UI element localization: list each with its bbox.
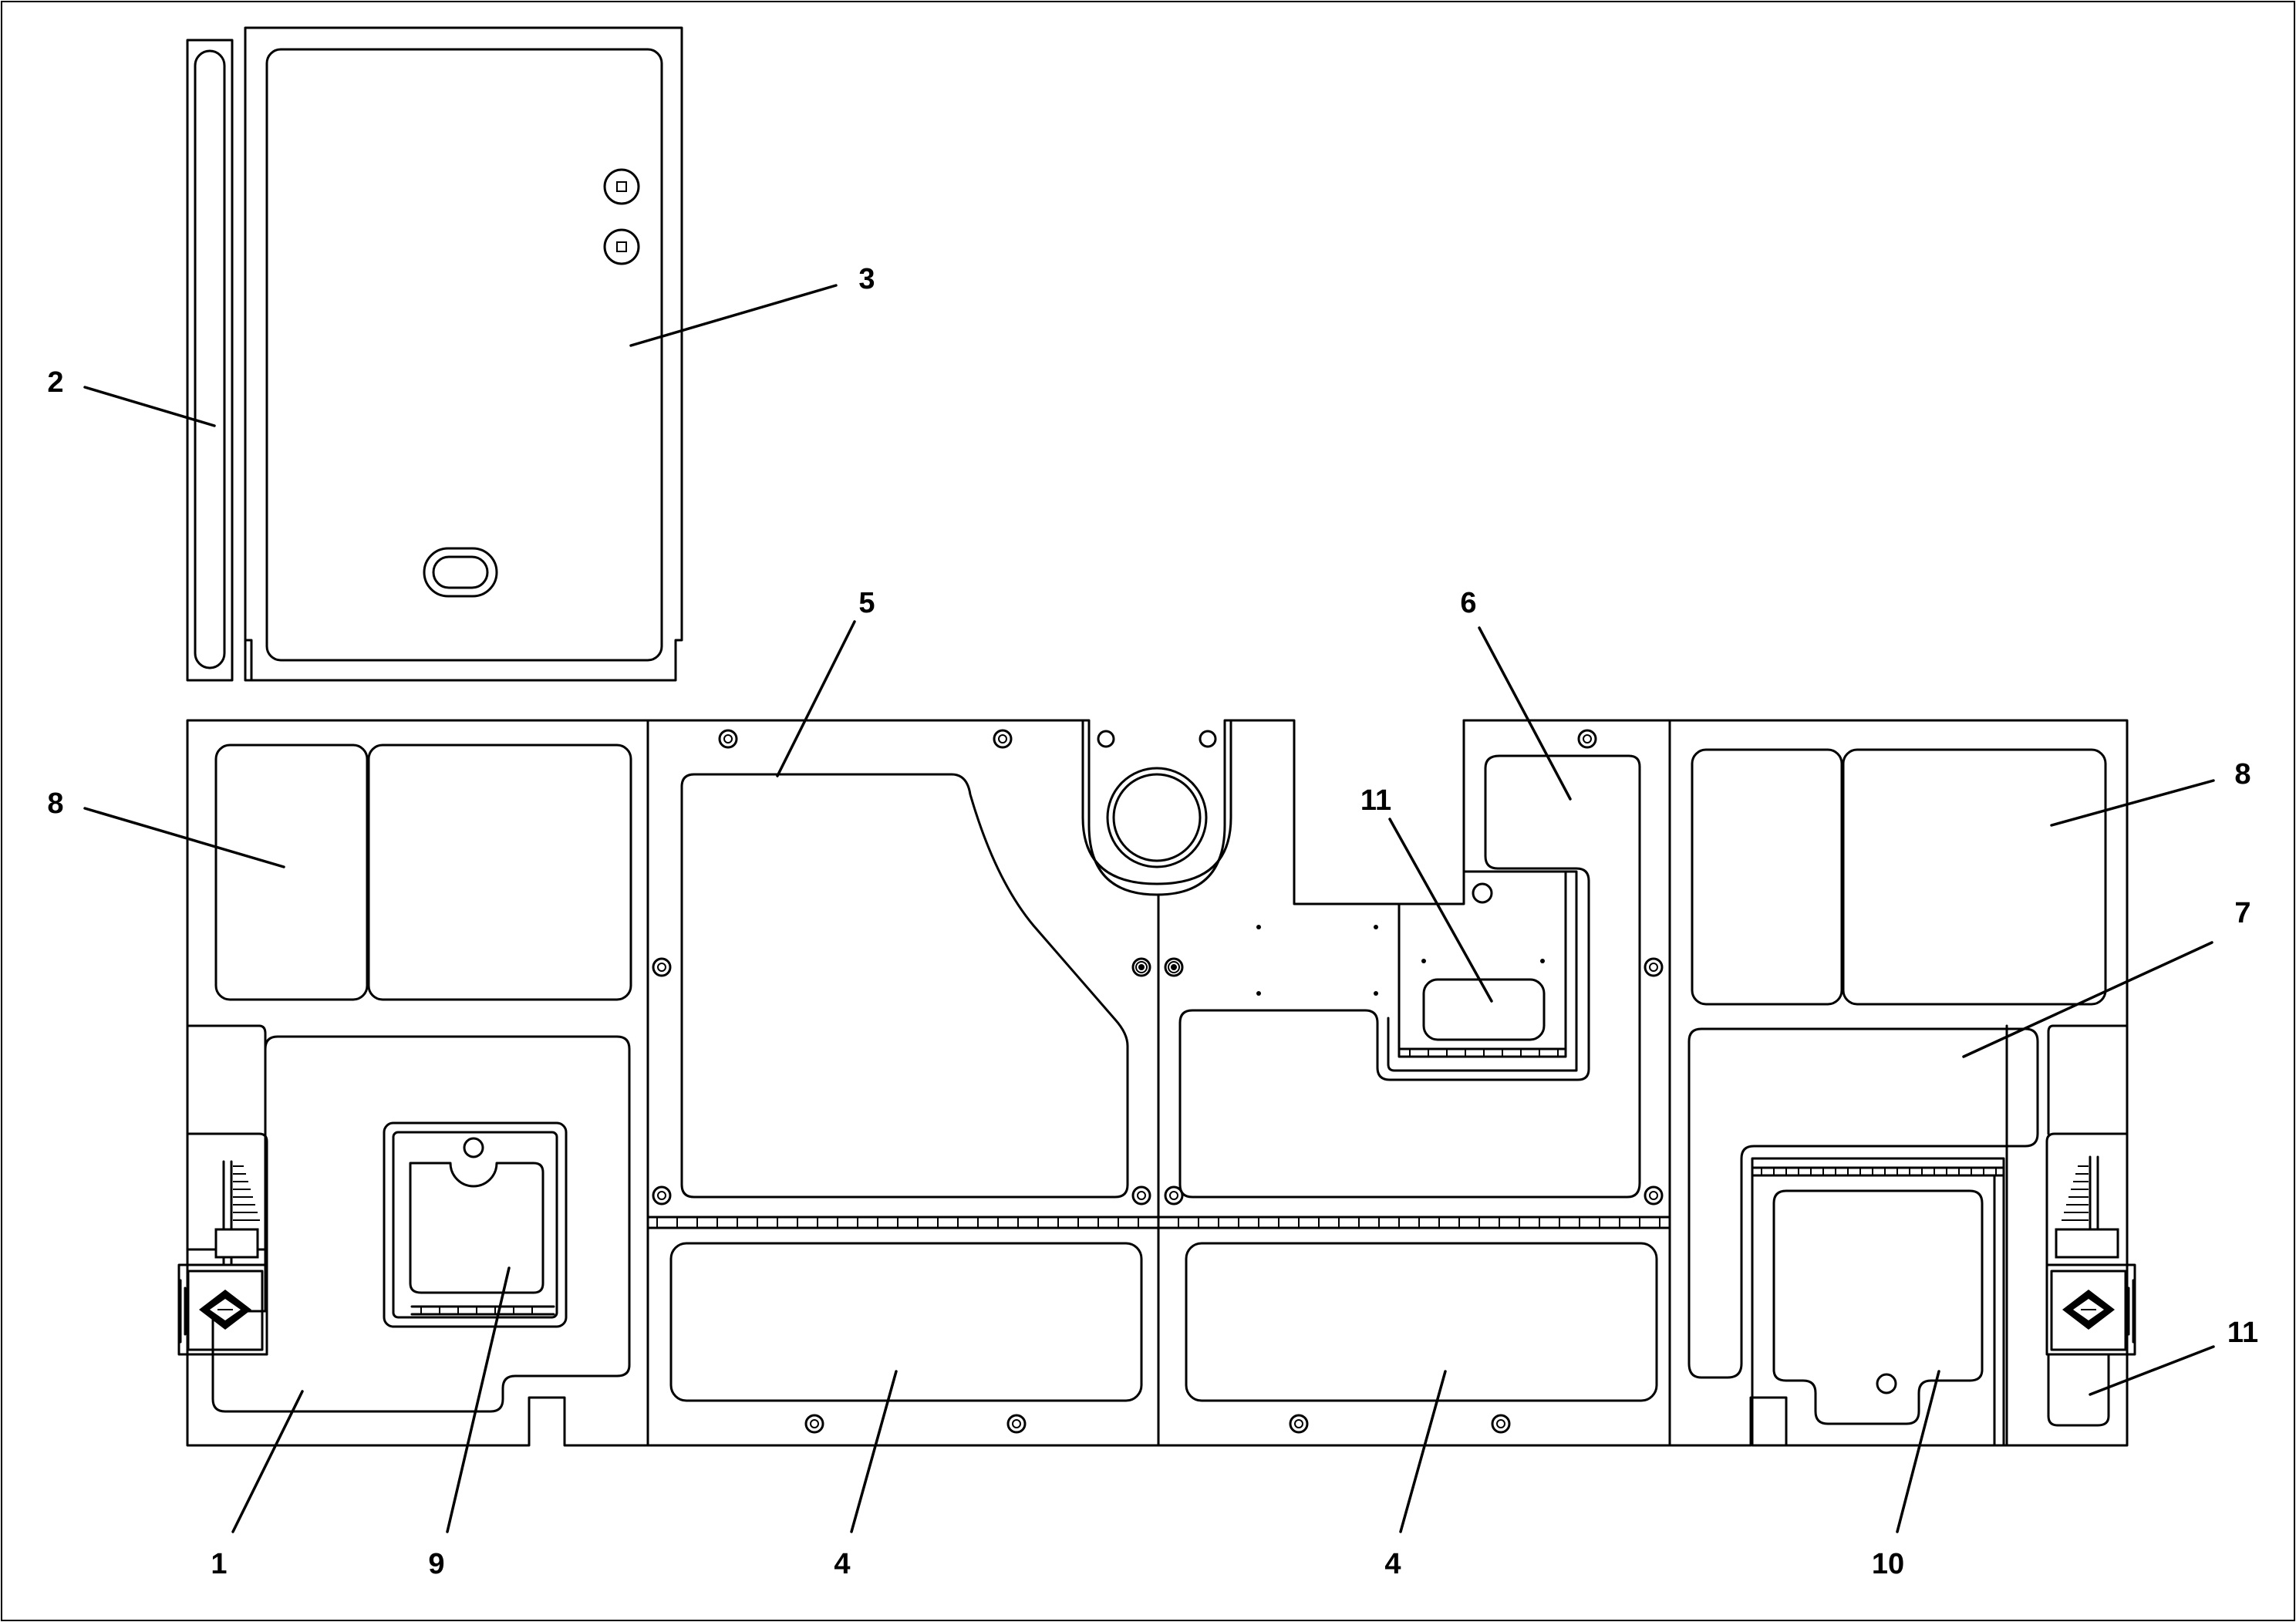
callout-3: 3 (858, 263, 875, 295)
part-9-access-cover (383, 1121, 568, 1328)
callout-8-left: 8 (47, 787, 63, 820)
callout-labels: 2 3 8 5 6 11 8 7 11 1 9 4 4 10 (47, 263, 2258, 1580)
callout-8-right: 8 (2234, 758, 2250, 791)
leader-lines (83, 284, 2215, 1533)
hinge-strip (656, 1217, 1660, 1228)
panel-assembly (186, 719, 2129, 1447)
callout-5: 5 (858, 587, 875, 619)
callout-4-right: 4 (1384, 1548, 1401, 1580)
callout-2: 2 (47, 366, 63, 399)
left-latch-assembly (177, 1024, 268, 1356)
callout-11-center: 11 (1360, 784, 1391, 817)
callout-10: 10 (1872, 1548, 1904, 1580)
center-port (1081, 719, 1232, 885)
part-10-hinged-cover (1751, 1157, 2005, 1447)
part-3-door-panel (244, 26, 683, 682)
callout-6: 6 (1460, 587, 1476, 619)
callout-11-right: 11 (2227, 1317, 2258, 1349)
part-5-top-cover (652, 729, 1151, 1206)
part-8-right-covers (1691, 748, 2107, 1006)
right-latch-assembly (2045, 1024, 2136, 1427)
part-7-right-cover (1687, 1027, 2039, 1379)
callout-1: 1 (211, 1548, 227, 1580)
callout-9: 9 (428, 1548, 444, 1580)
part-8-left-covers (214, 744, 632, 1001)
callout-4-left: 4 (834, 1548, 850, 1580)
callout-7: 7 (2234, 897, 2250, 929)
part-4-lower-covers (669, 1242, 1658, 1434)
part-2-strip (186, 39, 234, 682)
part-6-top-cover (1164, 719, 1671, 1206)
